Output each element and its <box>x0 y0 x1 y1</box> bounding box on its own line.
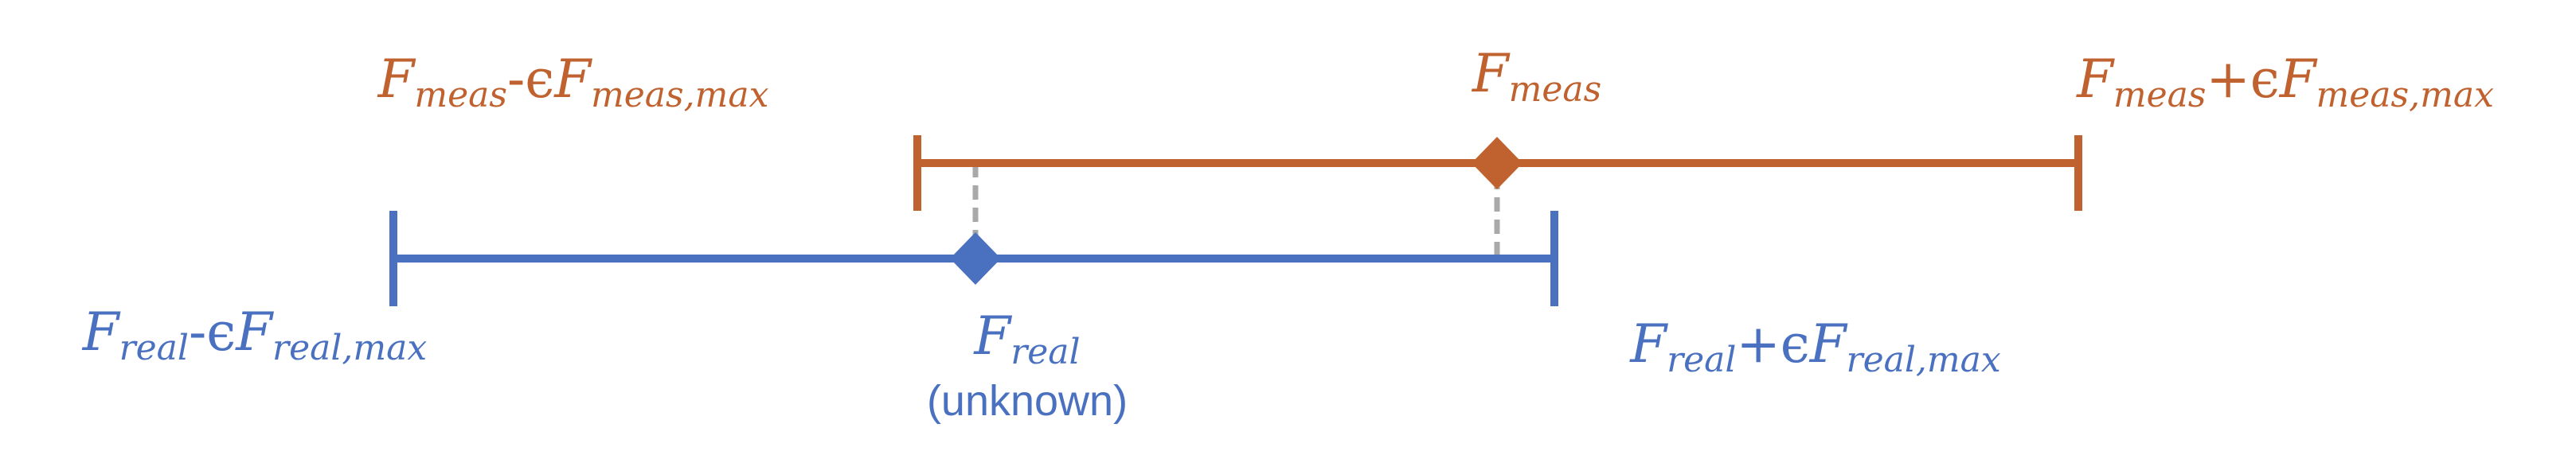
label-real-unknown: (unknown) <box>927 377 1128 425</box>
label-real-point: Freal <box>973 305 1080 372</box>
meas-interval <box>913 135 2082 211</box>
real-point-marker <box>950 232 1001 285</box>
label-meas-upper: Fmeas+ϵFmeas,max <box>2076 49 2494 115</box>
label-meas-lower: Fmeas-ϵFmeas,max <box>377 49 769 115</box>
label-meas-point: Fmeas <box>1472 43 1601 110</box>
label-real-lower: Freal-ϵFreal,max <box>82 301 428 368</box>
meas-point-marker <box>1472 137 1523 189</box>
label-real-upper: Freal+ϵFreal,max <box>1629 313 2001 380</box>
real-interval <box>389 211 1558 306</box>
